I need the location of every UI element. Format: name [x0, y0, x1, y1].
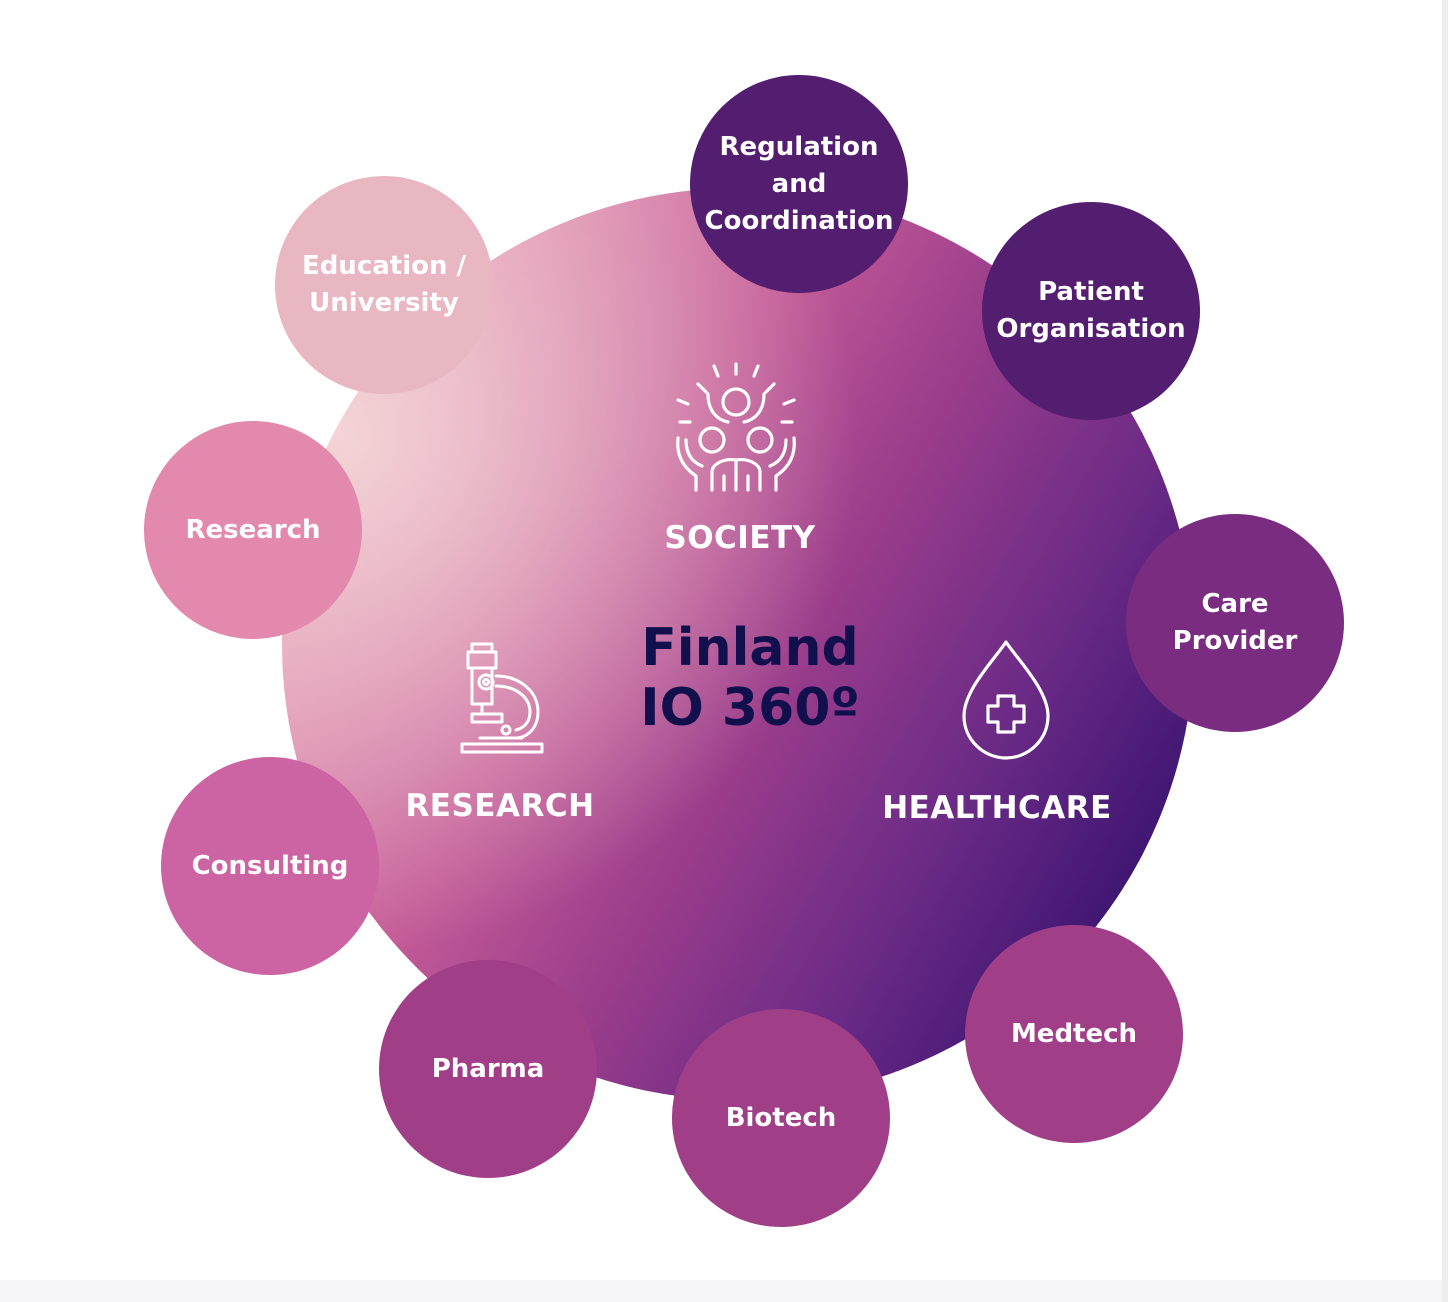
satellite-label: Biotech: [725, 1102, 837, 1133]
satellite-pharma: Pharma: [379, 960, 597, 1178]
satellite-label: Research: [185, 514, 321, 545]
sector-title-healthcare: HEALTHCARE: [882, 790, 1112, 826]
people-celebrating-icon: [668, 360, 804, 494]
satellite-label: Pharma: [431, 1053, 545, 1084]
satellite-label: Patient Organisation: [996, 277, 1186, 344]
satellite-label: Care Provider: [1172, 589, 1298, 656]
satellite-label: Education / University: [301, 251, 467, 318]
sector-title-research: RESEARCH: [405, 788, 595, 824]
satellite-biotech: Biotech: [672, 1009, 890, 1227]
satellite-medtech: Medtech: [965, 925, 1183, 1143]
center-title-line1: Finland: [641, 618, 859, 678]
center-title: Finland IO 360º: [600, 618, 900, 738]
satellite-research: Research: [144, 421, 362, 639]
satellite-patient-organisation: Patient Organisation: [982, 202, 1200, 420]
satellite-consulting: Consulting: [161, 757, 379, 975]
page-right-edge: [1442, 0, 1448, 1302]
satellite-education-university: Education / University: [275, 176, 493, 394]
sector-title-society: SOCIETY: [664, 520, 816, 556]
satellite-label: Consulting: [191, 850, 349, 881]
center-title-line2: IO 360º: [640, 678, 860, 738]
satellite-label: Medtech: [1010, 1018, 1138, 1049]
satellite-label: Regulation and Coordination: [704, 131, 894, 236]
satellite-regulation: Regulation and Coordination: [690, 75, 908, 293]
page-bottom-strip: [0, 1280, 1448, 1302]
microscope-icon: [456, 640, 548, 756]
drop-with-cross-icon: [958, 638, 1054, 764]
satellite-care-provider: Care Provider: [1126, 514, 1344, 732]
